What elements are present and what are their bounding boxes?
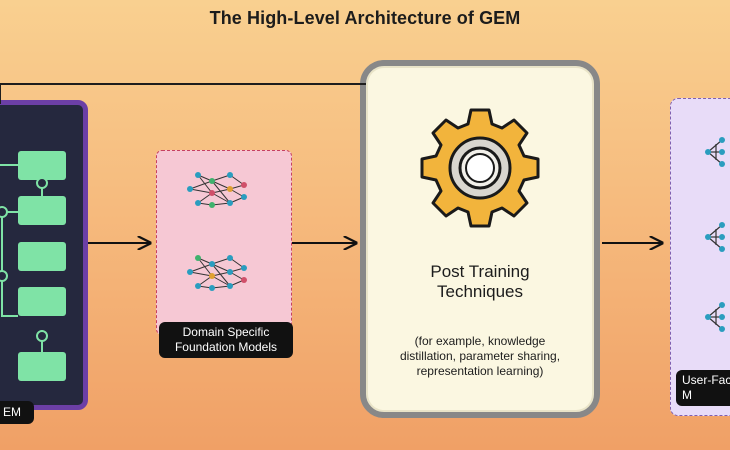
block-2 xyxy=(18,196,66,225)
neural-network-icon xyxy=(187,172,247,208)
neural-network-icon xyxy=(187,255,247,291)
block-3 xyxy=(18,242,66,271)
block-4 xyxy=(18,287,66,316)
user-facing-models-label: User-Fac M xyxy=(676,370,730,406)
gem-blocks xyxy=(0,151,66,381)
gem-label: EM xyxy=(0,401,34,424)
neural-network-icon xyxy=(705,302,725,332)
block-1 xyxy=(18,151,66,180)
gear-icon xyxy=(420,108,540,228)
node-2 xyxy=(0,206,8,218)
node-3 xyxy=(0,270,8,282)
neural-network-icon xyxy=(705,222,725,252)
post-training-examples: (for example, knowledge distillation, pa… xyxy=(399,334,561,378)
node-1 xyxy=(36,177,48,189)
block-5 xyxy=(18,352,66,381)
post-training-title: Post Training Techniques xyxy=(430,262,530,301)
domain-models-panel xyxy=(156,150,292,335)
neural-network-icon xyxy=(705,137,725,167)
node-4 xyxy=(36,330,48,342)
domain-models-label: Domain Specific Foundation Models xyxy=(159,322,293,358)
page-title: The High-Level Architecture of GEM xyxy=(209,8,521,28)
feedback-connector xyxy=(0,83,366,104)
